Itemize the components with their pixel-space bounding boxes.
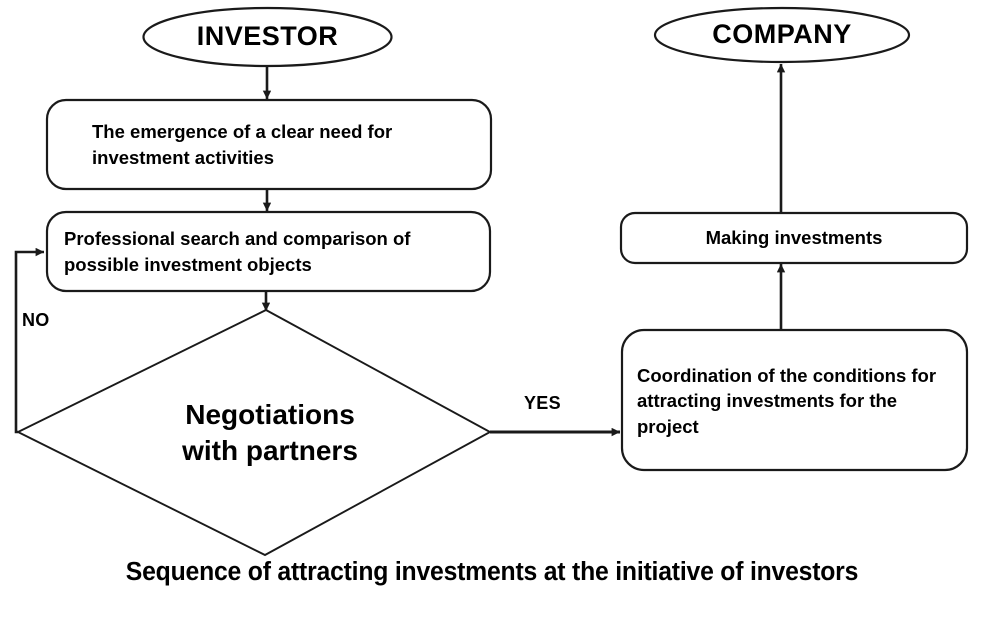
edge-label-no: NO bbox=[22, 310, 50, 330]
diagram-caption: Sequence of attracting investments at th… bbox=[125, 558, 859, 586]
node-coordination-label: Coordination of the conditions for attra… bbox=[637, 364, 937, 437]
edge-negotiations-no bbox=[14, 247, 45, 434]
node-negotiations-label: Negotiations with partners bbox=[182, 398, 358, 466]
edge-label-yes: YES bbox=[524, 393, 561, 413]
node-making-label: Making investments bbox=[705, 227, 883, 249]
node-need-shape bbox=[45, 98, 493, 191]
node-need-label: The emergence of a clear need for invest… bbox=[92, 120, 393, 168]
node-negotiations-shape bbox=[15, 308, 492, 557]
node-investor-label: INVESTOR bbox=[196, 21, 339, 52]
node-search-shape bbox=[45, 210, 492, 293]
node-company-shape bbox=[653, 6, 911, 64]
node-coordination-shape bbox=[620, 328, 969, 472]
node-search-label: Professional search and comparison of po… bbox=[64, 227, 411, 275]
node-company-label: COMPANY bbox=[712, 19, 852, 50]
node-making-shape bbox=[619, 211, 969, 265]
